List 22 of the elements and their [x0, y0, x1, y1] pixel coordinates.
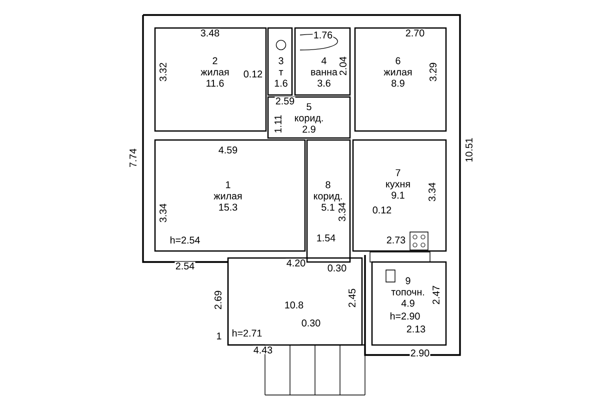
- room-label: 5 корид. 2.9: [295, 103, 323, 133]
- room-outline: [267, 27, 293, 96]
- room-label: 4 ванна 3.6: [311, 57, 338, 87]
- room-label: 7 кухня 9.1: [386, 169, 410, 199]
- room-outline: [306, 139, 351, 263]
- dimension-label: h=2.90: [389, 312, 421, 320]
- dimension-label: h=2.54: [169, 236, 201, 244]
- room-label: 2 жилая 11.6: [200, 57, 229, 87]
- dimension-label: h=2.71: [231, 328, 263, 338]
- room-outline: [227, 257, 363, 346]
- room-label: 3 т 1.6: [274, 57, 288, 87]
- room-label: 6 жилая 8.9: [384, 57, 412, 87]
- room-outline: [294, 27, 351, 96]
- room-outline: [267, 96, 351, 139]
- room-outline: [154, 139, 306, 252]
- room-outline: [371, 261, 447, 346]
- room-outline: [352, 139, 447, 252]
- room-label: 1 жилая 15.3: [214, 181, 242, 211]
- room-outline: [154, 27, 267, 132]
- room-outline: [354, 27, 447, 132]
- room-label: 10.8: [285, 302, 304, 308]
- room-label: 9 топочн. 4.9: [391, 277, 424, 307]
